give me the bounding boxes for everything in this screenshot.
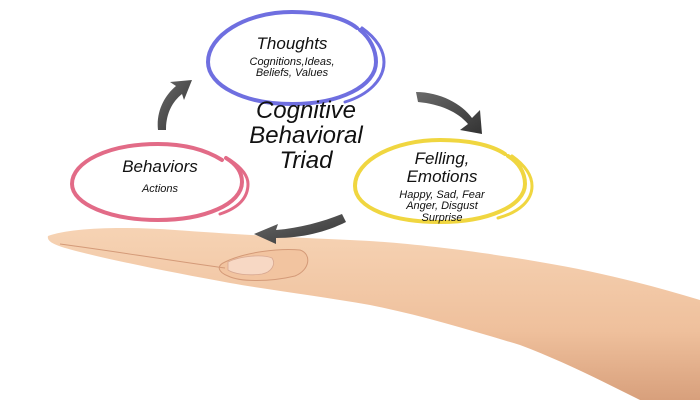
behaviors-line1: Actions [141,182,179,195]
feelings-title1: Felling, [414,149,470,168]
thoughts-node: Thoughts Cognitions,Ideas, Beliefs, Valu… [212,35,372,80]
feelings-node: Felling, Emotions Happy, Sad, Fear Anger… [362,150,522,224]
center-title-line3: Triad [279,147,333,175]
hand-illustration [47,228,700,400]
center-title: Cognitive Behavioral Triad [206,98,406,174]
arrow-behaviors-to-thoughts-icon [157,80,192,130]
center-title-line2: Behavioral [249,122,363,150]
feelings-line3: Surprise [421,211,463,224]
behaviors-title: Behaviors [122,157,198,176]
arrow-thoughts-to-feelings-icon [416,92,482,134]
feelings-circle [352,137,534,225]
thumb-nail [227,255,274,276]
thoughts-line2: Beliefs, Values [255,67,329,80]
center-title-line1: Cognitive [255,97,357,124]
feelings-line2: Anger, Disgust [406,200,478,213]
hand-palm [47,228,700,400]
feelings-title2: Emotions [406,166,478,186]
behaviors-circle [69,141,250,223]
thoughts-title: Thoughts [256,34,328,53]
behaviors-node: Behaviors Actions [80,158,240,195]
feelings-line1: Happy, Sad, Fear [399,188,485,201]
arrow-feelings-to-behaviors-icon [254,214,346,244]
finger-crease [59,243,226,269]
thoughts-circle [205,9,386,107]
thoughts-line1: Cognitions,Ideas, [249,55,335,68]
